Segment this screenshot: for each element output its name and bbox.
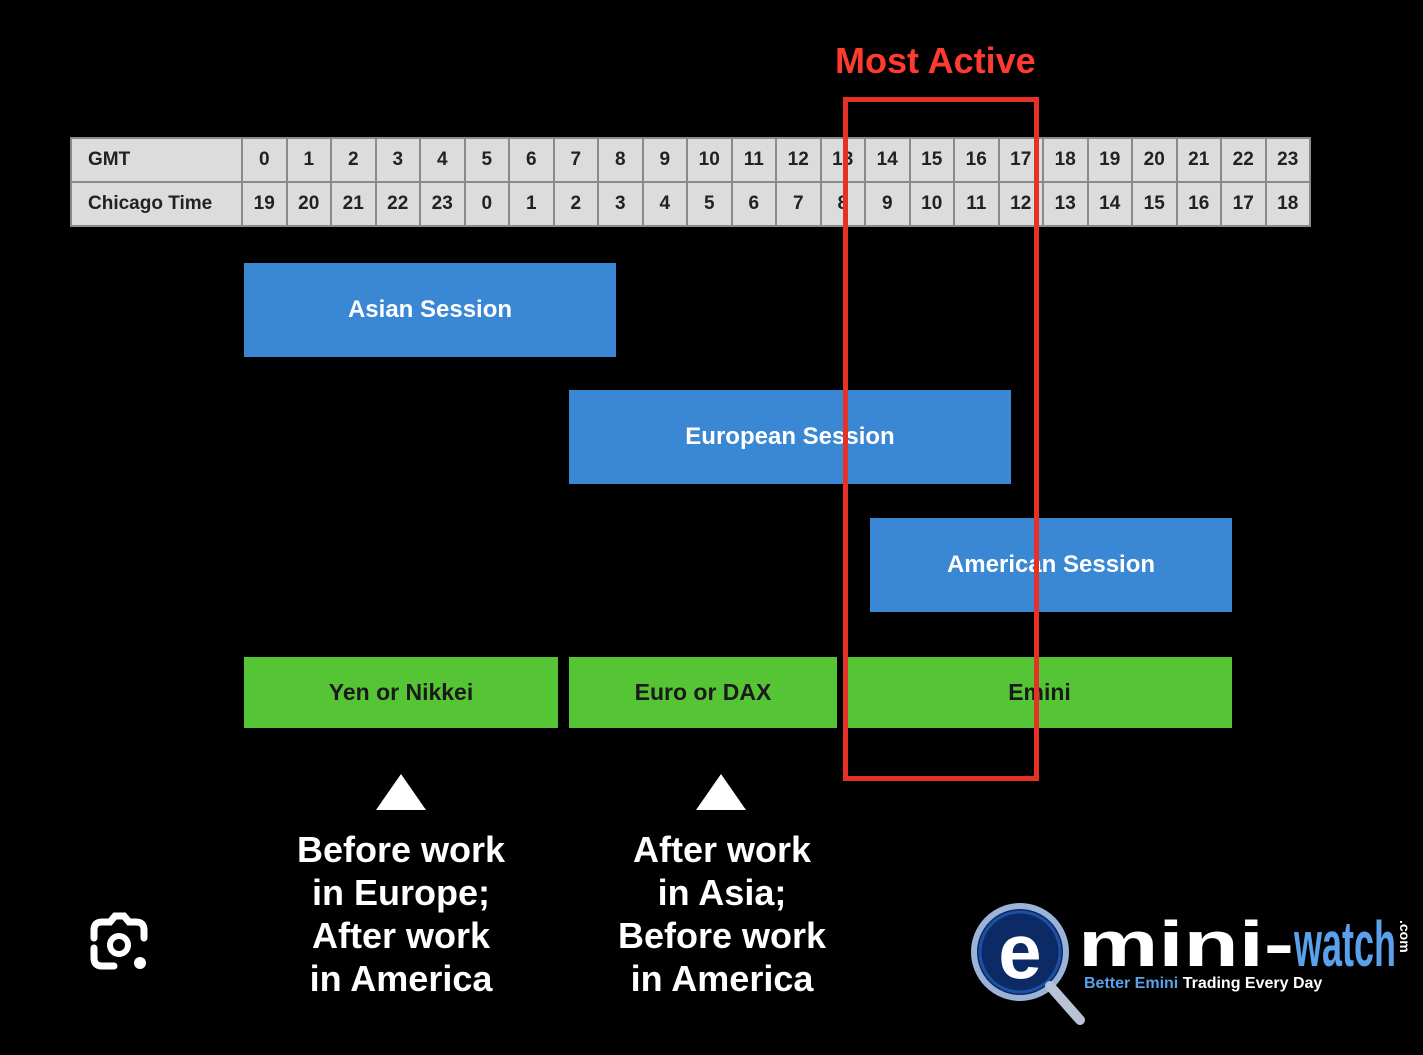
chicago-hour-cell: 1 [508, 181, 555, 227]
euro-dax-bar: Euro or DAX [569, 657, 837, 728]
gmt-hour-cell: 1 [285, 137, 332, 183]
logo-dotcom: .com [1397, 920, 1412, 953]
emini-bar: Emini [847, 657, 1232, 728]
american-session-bar: American Session [870, 518, 1232, 612]
chicago-hour-cell: 0 [463, 181, 510, 227]
chicago-hour-cell: 10 [908, 181, 955, 227]
note-right-line-1: After work [632, 829, 812, 870]
yen-nikkei-bar: Yen or Nikkei [244, 657, 558, 728]
gmt-hour-cell: 22 [1220, 137, 1267, 183]
chicago-hour-cell: 6 [730, 181, 777, 227]
gmt-hour-cell: 20 [1131, 137, 1178, 183]
gmt-hour-cell: 2 [330, 137, 377, 183]
note-before-work-europe: Before work in Europe; After work in Ame… [241, 828, 561, 1000]
gmt-hour-cell: 10 [686, 137, 733, 183]
gmt-hour-cell: 23 [1264, 137, 1311, 183]
gmt-hour-cell: 6 [508, 137, 555, 183]
gmt-hour-cell: 16 [953, 137, 1000, 183]
chicago-hour-cell: 12 [997, 181, 1044, 227]
gmt-hour-cell: 0 [241, 137, 288, 183]
note-right-line-2: in Asia; [657, 872, 787, 913]
gmt-hour-cell: 17 [997, 137, 1044, 183]
chicago-hour-cell: 22 [374, 181, 421, 227]
emini-watch-logo: e mini- watch .com Better Emini Trading … [971, 903, 1412, 1025]
magnifier-icon [1045, 981, 1085, 1025]
chicago-hour-cell: 8 [819, 181, 866, 227]
most-active-label: Most Active [835, 40, 1036, 81]
chicago-hour-cell: 7 [775, 181, 822, 227]
gmt-hour-cell: 7 [552, 137, 599, 183]
logo-tagline: Better Emini Trading Every Day [1084, 975, 1322, 992]
note-left-line-3: After work [311, 915, 491, 956]
up-arrow-left [376, 774, 426, 810]
chicago-hour-cell: 9 [864, 181, 911, 227]
chicago-hour-cell: 15 [1131, 181, 1178, 227]
chicago-hour-cell: 16 [1175, 181, 1222, 227]
note-left-line-1: Before work [296, 829, 506, 870]
chicago-hour-cell: 14 [1086, 181, 1133, 227]
logo-mini: mini- [1078, 908, 1294, 980]
gmt-hour-cell: 18 [1042, 137, 1089, 183]
chicago-hour-cell: 17 [1220, 181, 1267, 227]
european-session-bar: European Session [569, 390, 1011, 484]
gmt-hour-cell: 11 [730, 137, 777, 183]
chicago-time-label: Chicago Time [70, 181, 243, 227]
asian-session-bar: Asian Session [244, 263, 616, 357]
gmt-hour-cell: 19 [1086, 137, 1133, 183]
chicago-hour-cell: 11 [953, 181, 1000, 227]
note-after-work-asia: After work in Asia; Before work in Ameri… [562, 828, 882, 1000]
logo-watch: watch [1293, 908, 1396, 980]
chicago-hour-cell: 20 [285, 181, 332, 227]
chicago-hour-cell: 4 [641, 181, 688, 227]
chicago-hour-cell: 13 [1042, 181, 1089, 227]
gmt-hour-cell: 8 [597, 137, 644, 183]
gmt-label: GMT [70, 137, 243, 183]
chicago-hour-cell: 18 [1264, 181, 1311, 227]
gmt-hour-cell: 15 [908, 137, 955, 183]
chicago-hour-cell: 2 [552, 181, 599, 227]
chicago-hour-cell: 5 [686, 181, 733, 227]
note-left-line-2: in Europe; [312, 872, 490, 913]
gmt-hour-cell: 5 [463, 137, 510, 183]
chicago-hour-cell: 21 [330, 181, 377, 227]
logo-e: e [998, 907, 1041, 995]
note-left-line-4: in America [309, 958, 493, 999]
gmt-hour-cell: 9 [641, 137, 688, 183]
note-right-line-4: in America [630, 958, 814, 999]
gmt-hour-cell: 21 [1175, 137, 1222, 183]
chicago-hour-cell: 3 [597, 181, 644, 227]
gmt-hour-cell: 4 [419, 137, 466, 183]
gmt-hour-cell: 14 [864, 137, 911, 183]
gmt-hour-cell: 13 [819, 137, 866, 183]
gmt-hour-cell: 3 [374, 137, 421, 183]
gmt-hour-cell: 12 [775, 137, 822, 183]
up-arrow-right [696, 774, 746, 810]
chicago-hour-cell: 23 [419, 181, 466, 227]
note-right-line-3: Before work [617, 915, 827, 956]
lens-icon[interactable] [84, 908, 154, 978]
chicago-hour-cell: 19 [241, 181, 288, 227]
